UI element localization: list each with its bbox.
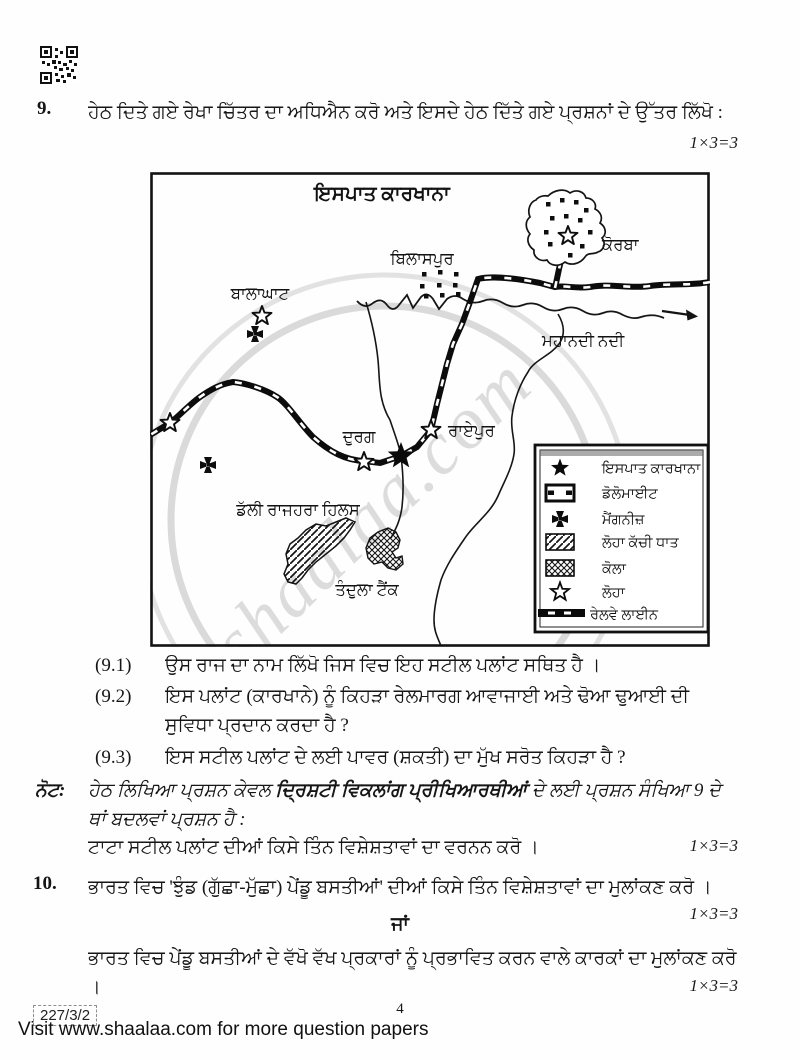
map-label-tandula-tank: ਤੰਦੁਲਾ ਟੈਂਕ bbox=[334, 580, 399, 599]
manganese-cross-icon bbox=[247, 326, 263, 342]
question-9-number: 9. bbox=[37, 98, 52, 119]
note-text: ਹੇਠ ਲਿਖਿਆ ਪ੍ਰਸ਼ਨ ਕੇਵਲ ਦ੍ਰਿਸ਼ਟੀ ਵਿਕਲਾਂਗ ਪ… bbox=[88, 776, 738, 832]
map-border bbox=[150, 172, 710, 647]
question-9-marks: 1×3=3 bbox=[689, 133, 738, 152]
bilaspur-dolomite-deposits bbox=[420, 270, 461, 299]
river-flow-arrow-icon bbox=[661, 309, 698, 321]
question-9-text: ਹੇਠ ਦਿਤੇ ਗਏ ਰੇਖਾ ਚਿੱਤਰ ਦਾ ਅਧਿਐਨ ਕਰੋ ਅਤੇ … bbox=[88, 102, 723, 123]
question-10-number: 10. bbox=[33, 873, 57, 894]
legend-coal-crosshatch-icon bbox=[545, 559, 575, 577]
steel-plant-map-figure: shaalaa.com ਇਸਪਾਤ ਕਾਰਖਾਨਾ bbox=[137, 172, 711, 768]
legend-label-coal: ਕੋਲਾ bbox=[601, 560, 627, 577]
map-title: ਇਸਪਾਤ ਕਾਰਖਾਨਾ bbox=[312, 181, 451, 205]
balaghat-iron-star-icon bbox=[251, 305, 273, 326]
legend-iron-ore-hatch-icon bbox=[545, 533, 575, 551]
subquestion-9-1-number: (9.1) bbox=[95, 655, 132, 676]
legend-label-iron: ਲੋਹਾ bbox=[601, 584, 626, 601]
map-label-bilaspur: ਬਿਲਾਸਪੁਰ bbox=[389, 249, 454, 268]
map-label-dalli-rajhara: ਡੱਲੀ ਰਾਜਹਰਾ ਹਿਲਸ bbox=[235, 500, 360, 519]
map-label-korba: ਕੋਰਬਾ bbox=[601, 235, 640, 254]
subquestion-9-3-number: (9.3) bbox=[95, 747, 132, 768]
dalli-rajhara-iron-ore-area bbox=[283, 517, 357, 585]
question-10-marks: 1×3=3 bbox=[689, 904, 738, 923]
qr-code-icon bbox=[40, 46, 78, 84]
subquestion-9-2-number: (9.2) bbox=[95, 686, 132, 707]
legend-label-steel-plant: ਇਸਪਾਤ ਕਾਰਖਾਨਾ bbox=[601, 460, 701, 477]
note-marks: 1×3=3 bbox=[689, 836, 738, 855]
question-10-alt-text: ਭਾਰਤ ਵਿਚ ਪੇਂਡੂ ਬਸਤੀਆਂ ਦੇ ਵੱਖੋ ਵੱਖ ਪ੍ਰਕਾਰ… bbox=[88, 948, 737, 998]
legend-railway-line-icon bbox=[538, 609, 585, 617]
map-label-balaghat: ਬਾਲਾਘਾਟ bbox=[230, 284, 291, 303]
question-10-text: ਭਾਰਤ ਵਿਚ 'ਝੁੰਡ (ਗੁੱਛਾ-ਮੁੱਛਾ) ਪੇਂਡੂ ਬਸਤੀਆ… bbox=[88, 877, 712, 898]
legend-label-iron-ore: ਲੋਹਾ ਕੱਚੀ ਧਾਤ bbox=[601, 534, 679, 551]
tandula-tank-area bbox=[365, 527, 404, 571]
map-label-raipur: ਰਾਏਪੁਰ bbox=[447, 421, 496, 440]
subquestion-9-1-text: ਉਸ ਰਾਜ ਦਾ ਨਾਮ ਲਿੱਖੋ ਜਿਸ ਵਿਚ ਇਹ ਸਟੀਲ ਪਲਾਂ… bbox=[165, 655, 601, 676]
legend-label-dolomite: ਡੋਲੋਮਾਈਟ bbox=[601, 485, 658, 502]
mahanadi-river bbox=[356, 293, 665, 320]
note-label: ਨੋਟ: bbox=[35, 780, 66, 801]
or-separator: ਜਾਂ bbox=[391, 914, 409, 935]
map-label-mahanadi: ਮਹਾਨਦੀ ਨਦੀ bbox=[541, 331, 625, 350]
visit-shaalaa-text: Visit www.shaalaa.com for more question … bbox=[18, 1019, 429, 1040]
legend-label-railway: ਰੇਲਵੇ ਲਾਈਨ bbox=[589, 606, 659, 623]
map-legend: ਇਸਪਾਤ ਕਾਰਖਾਨਾ ਡੋਲੋਮਾਈਟ ਮੈਂਗਨੀਜ਼ ਲੋਹਾ ਕੱਚ… bbox=[533, 443, 710, 634]
question-10-alt-marks: 1×3=3 bbox=[689, 976, 738, 995]
stream-to-tandula bbox=[365, 301, 404, 539]
note-alt-question: ਟਾਟਾ ਸਟੀਲ ਪਲਾਂਟ ਦੀਆਂ ਕਿਸੇ ਤਿੰਨ ਵਿਸ਼ੇਸ਼ਤਾ… bbox=[88, 837, 539, 858]
note-text-before: ਹੇਠ ਲਿਖਿਆ ਪ੍ਰਸ਼ਨ ਕੇਵਲ bbox=[88, 780, 276, 801]
map-label-durg: ਦੁਰਗ bbox=[342, 427, 377, 446]
legend-label-manganese: ਮੈਂਗਨੀਜ਼ bbox=[601, 511, 645, 528]
page-number: 4 bbox=[396, 1001, 404, 1017]
steel-plant-map: shaalaa.com ਇਸਪਾਤ ਕਾਰਖਾਨਾ bbox=[137, 172, 711, 768]
note-text-after: ਦੇ ਲਈ ਪ੍ਰਸ਼ਨ ਸੰਖਿਆ 9 ਦੇ ਥਾਂ ਬਦਲਵਾਂ ਪ੍ਰਸ਼… bbox=[88, 780, 721, 830]
subquestion-9-2-text: ਇਸ ਪਲਾਂਟ (ਕਾਰਖਾਨੇ) ਨੂੰ ਕਿਹੜਾ ਰੇਲਮਾਰਗ ਆਵਾ… bbox=[165, 686, 690, 736]
paper-code-badge: 227/3/2 bbox=[33, 1005, 98, 1026]
legend-dolomite-icon bbox=[544, 483, 576, 503]
subquestion-9-3-text: ਇਸ ਸਟੀਲ ਪਲਾਂਟ ਦੇ ਲਈ ਪਾਵਰ (ਸ਼ਕਤੀ) ਦਾ ਮੁੱਖ… bbox=[165, 747, 626, 768]
manganese-cross-icon bbox=[200, 457, 216, 473]
korba-coalfield bbox=[525, 189, 606, 266]
mahanadi-tributary bbox=[433, 313, 565, 647]
note-text-bold: ਦ੍ਰਿਸ਼ਟੀ ਵਿਕਲਾਂਗ ਪ੍ਰੀਖਿਆਰਥੀਆਂ bbox=[275, 780, 528, 801]
